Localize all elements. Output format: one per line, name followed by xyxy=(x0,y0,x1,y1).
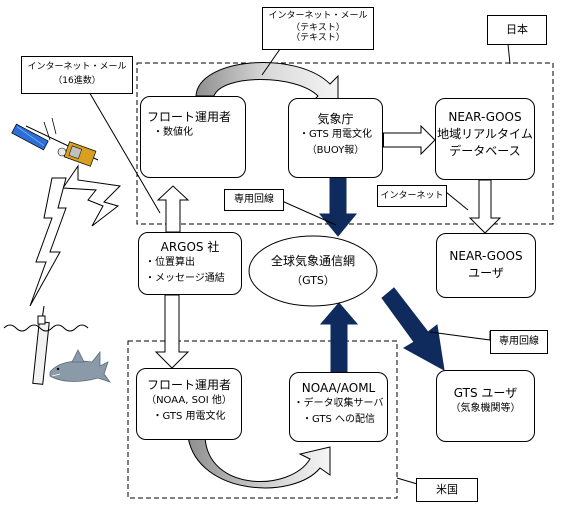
db-to-user-arrow xyxy=(468,179,502,234)
curve-arrow-bottom xyxy=(187,436,331,489)
float-operator-us-item-gts: ・GTS 用電文化 xyxy=(152,411,226,422)
gts-network-line2: （GTS） xyxy=(291,274,335,287)
satellite-icon xyxy=(11,117,99,167)
gts-user-item: （気象機関等） xyxy=(450,403,521,414)
float-operator-jp-title: フロート運用者 xyxy=(147,110,232,124)
float-operator-us-title: フロート運用者 xyxy=(146,378,231,392)
gts-user-box: GTS ユーザ （気象機関等） xyxy=(436,370,535,442)
callout-internet-mail-16-line1: インターネット・メール xyxy=(27,62,127,72)
float-operator-us-box: フロート運用者 （NOAA, SOI 他） ・GTS 用電文化 xyxy=(136,368,242,440)
shark-icon xyxy=(49,349,112,383)
gts-network-label: 全球気象通信網 （GTS） xyxy=(250,252,376,290)
jma-item-gts: ・GTS 用電文化 xyxy=(298,129,373,140)
near-goos-user-line1: NEAR-GOOS xyxy=(449,249,523,263)
argos-item-position: ・位置算出 xyxy=(145,257,195,268)
noaa-aoml-box: NOAA/AOML ・データ収集サーバ ・GTS への配信 xyxy=(289,372,388,442)
near-goos-user-line2: ユーザ xyxy=(468,266,504,280)
argos-to-us-float-arrow xyxy=(154,294,190,369)
float-operator-jp-item: ・数値化 xyxy=(153,127,193,138)
near-goos-db-line2: 地域リアルタイム xyxy=(437,127,533,141)
near-goos-db-box: NEAR-GOOS 地域リアルタイム データベース xyxy=(435,98,535,180)
near-goos-db-line1: NEAR-GOOS xyxy=(448,110,522,124)
jma-title: 気象庁 xyxy=(317,112,354,126)
near-goos-user-box: NEAR-GOOS ユーザ xyxy=(436,233,536,298)
jma-item-buoy: （BUOY報） xyxy=(306,145,365,156)
noaa-aoml-item-server: ・データ収集サーバ xyxy=(293,398,384,409)
jma-box: 気象庁 ・GTS 用電文化 （BUOY報） xyxy=(288,98,383,178)
argos-float-arrow xyxy=(156,185,190,233)
callout-internet-mail-text-line2: （テキスト） xyxy=(291,23,345,33)
callout-internet-mail-text-line1: インターネット・メール xyxy=(268,11,368,21)
argos-item-message: ・メッセージ通結 xyxy=(145,273,225,284)
noaa-aoml-item-gts: ・GTS への配信 xyxy=(301,414,376,425)
callout-dedicated-line-1-label: 専用回線 xyxy=(234,194,274,205)
float-buoy-icon xyxy=(32,305,50,385)
noaa-aoml-title: NOAA/AOML xyxy=(301,381,376,395)
callout-japan: 日本 xyxy=(487,15,547,45)
callout-internet-mail-text-line3: （テキスト） xyxy=(291,33,345,43)
callout-internet-mail-text: インターネット・メール （テキスト） （テキスト） xyxy=(262,7,374,50)
callout-internet-mail-16: インターネット・メール （16進数） xyxy=(21,56,133,94)
callout-internet-label: インターネット xyxy=(380,191,444,201)
gts-network-line1: 全球気象通信網 xyxy=(270,254,355,268)
callout-japan-label: 日本 xyxy=(506,23,528,36)
callout-dedicated-line-2-label: 専用回線 xyxy=(499,336,539,347)
noaa-to-gts-arrow xyxy=(319,302,359,373)
callout-dedicated-line-2: 専用回線 xyxy=(490,330,548,354)
callout-usa: 米国 xyxy=(416,478,478,502)
jma-to-db-arrow xyxy=(380,124,436,156)
callout-internet-mail-16-line2: （16進数） xyxy=(53,76,101,86)
callout-dedicated-line-1: 専用回線 xyxy=(224,189,284,211)
near-goos-db-line3: データベース xyxy=(449,144,521,158)
callout-internet: インターネット xyxy=(377,185,447,207)
argos-title: ARGOS 社 xyxy=(160,240,220,254)
jma-to-gts-arrow xyxy=(318,176,358,237)
float-operator-jp-box: フロート運用者 ・数値化 xyxy=(140,96,246,178)
usa-region xyxy=(127,340,398,499)
gts-user-title: GTS ユーザ xyxy=(453,386,518,400)
curve-arrow-top xyxy=(195,61,339,105)
argos-box: ARGOS 社 ・位置算出 ・メッセージ通結 xyxy=(138,232,242,295)
sea-waves-icon xyxy=(3,324,89,332)
lightning-icon xyxy=(29,164,122,307)
float-operator-us-item-orgs: （NOAA, SOI 他） xyxy=(146,395,232,406)
gts-to-user-arrow xyxy=(381,287,445,371)
callout-usa-label: 米国 xyxy=(436,483,458,496)
gts-network-ellipse xyxy=(248,235,378,307)
